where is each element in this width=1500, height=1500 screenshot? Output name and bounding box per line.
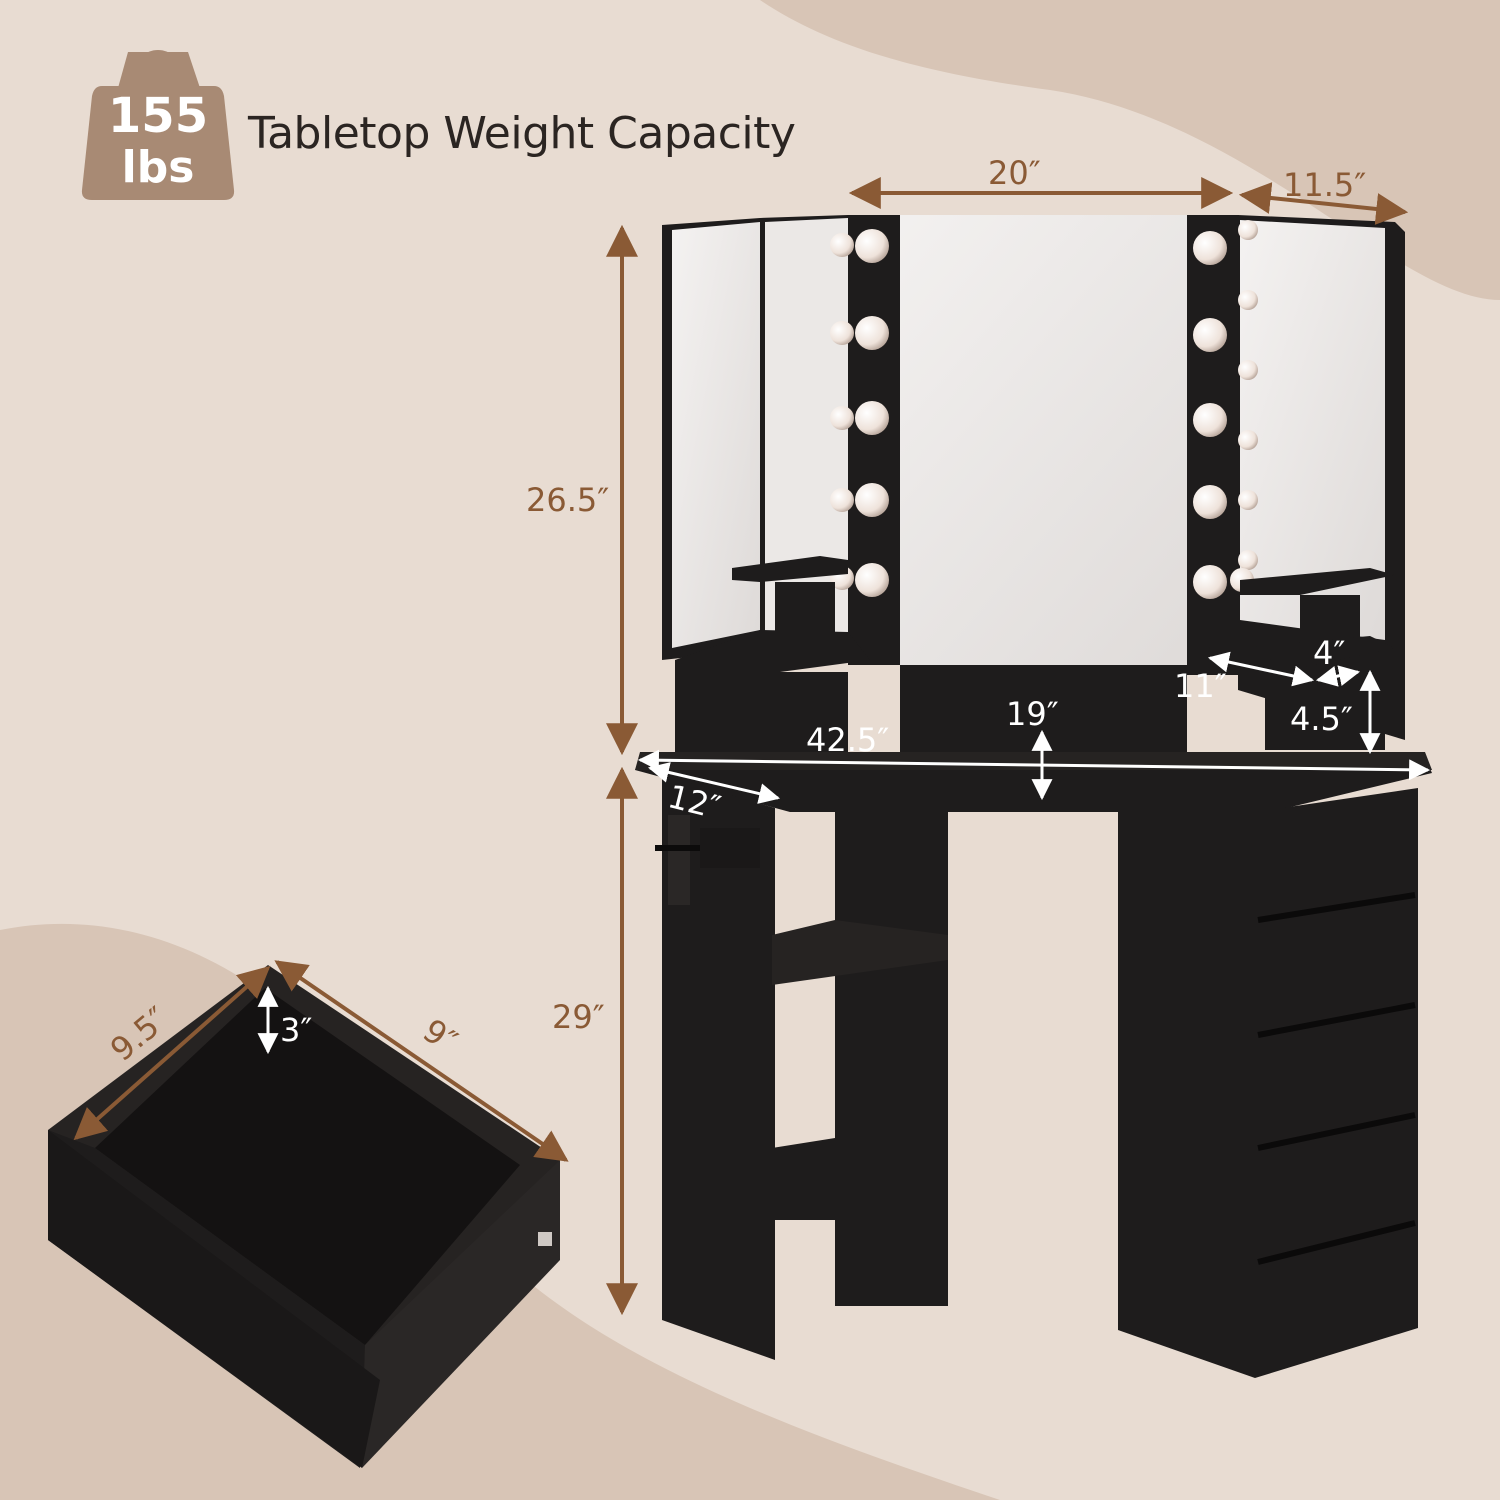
power-outlet-icon [668,815,690,905]
dim-shelf-depth: 11″ [1174,667,1227,705]
weight-icon [81,50,235,200]
dim-tabletop-width: 42.5″ [806,721,890,759]
bulbs [830,220,1258,599]
capacity-label: Tabletop Weight Capacity [248,108,796,159]
dim-shelf-width: 4″ [1313,634,1346,672]
left-light-strip [848,215,900,665]
weight-value: 155 [107,88,209,144]
background-swoosh-top [760,0,1500,300]
dim-side-mirror-width: 11.5″ [1283,166,1367,204]
dim-mirror-width: 20″ [988,154,1041,192]
drawers [1257,892,1416,1265]
weight-unit: lbs [121,142,195,193]
dim-drawer-height: 3″ [280,1011,313,1049]
vanity-base [655,775,1418,1378]
dim-table-height: 29″ [552,998,605,1036]
dim-mirror-height: 26.5″ [526,481,610,519]
dim-tabletop-depth: 19″ [1006,695,1059,733]
mirror-assembly [662,215,1405,752]
dim-shelf-height: 4.5″ [1290,700,1353,738]
right-light-strip [1187,215,1239,675]
dimension-lines [73,177,1409,1316]
